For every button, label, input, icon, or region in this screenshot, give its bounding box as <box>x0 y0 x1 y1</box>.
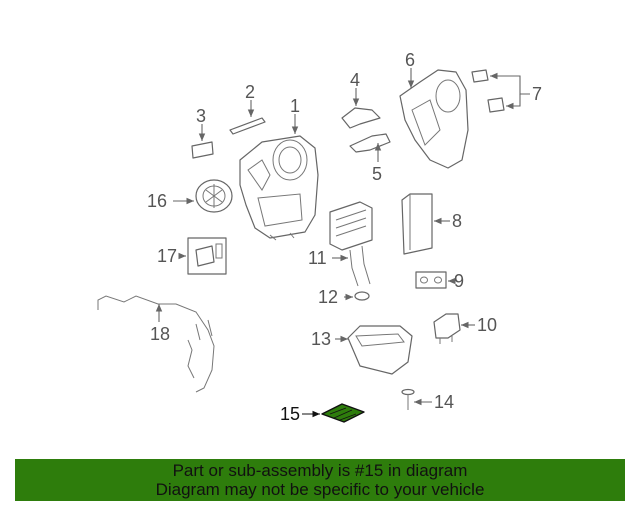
callout-15: 15 <box>280 404 300 424</box>
callout-18: 18 <box>150 324 170 344</box>
part-14-screw <box>401 388 415 410</box>
part-17-switch <box>187 237 227 275</box>
banner-line-2: Diagram may not be specific to your vehi… <box>155 480 485 499</box>
callout-8: 8 <box>452 211 462 231</box>
part-11-heater-core <box>329 201 373 287</box>
part-2-seal <box>229 117 266 135</box>
part-15-highlighted <box>321 403 365 423</box>
part-6-module <box>399 69 469 169</box>
part-1-housing <box>239 135 319 241</box>
part-3-pad <box>191 141 214 159</box>
callout-5: 5 <box>372 164 382 184</box>
part-10-actuator <box>433 313 461 344</box>
part-13-case <box>347 325 413 375</box>
callout-10: 10 <box>477 315 497 335</box>
part-9-gasket <box>415 271 447 289</box>
part-12-o-ring <box>354 291 370 301</box>
part-7-clips <box>471 69 505 113</box>
part-8-module <box>401 193 433 255</box>
callout-11: 11 <box>308 248 327 268</box>
callout-16: 16 <box>147 191 167 211</box>
callout-leaders <box>155 68 530 418</box>
banner-line-1: Part or sub-assembly is #15 in diagram <box>172 461 468 480</box>
callout-13: 13 <box>311 329 331 349</box>
callout-17: 17 <box>157 246 177 266</box>
part-18-harness <box>97 295 215 393</box>
callout-3: 3 <box>196 106 206 126</box>
callout-12: 12 <box>318 287 338 307</box>
callout-14: 14 <box>434 392 454 412</box>
highlight-banner: Part or sub-assembly is #15 in diagram D… <box>15 459 625 501</box>
callout-1: 1 <box>290 96 300 116</box>
part-16-blower <box>195 179 233 213</box>
callout-2: 2 <box>245 82 255 102</box>
callout-9: 9 <box>454 271 464 291</box>
callout-7: 7 <box>532 84 542 104</box>
callout-6: 6 <box>405 50 415 70</box>
part-4-bracket <box>341 107 381 129</box>
part-5-bracket <box>349 133 391 153</box>
callout-4: 4 <box>350 70 360 90</box>
